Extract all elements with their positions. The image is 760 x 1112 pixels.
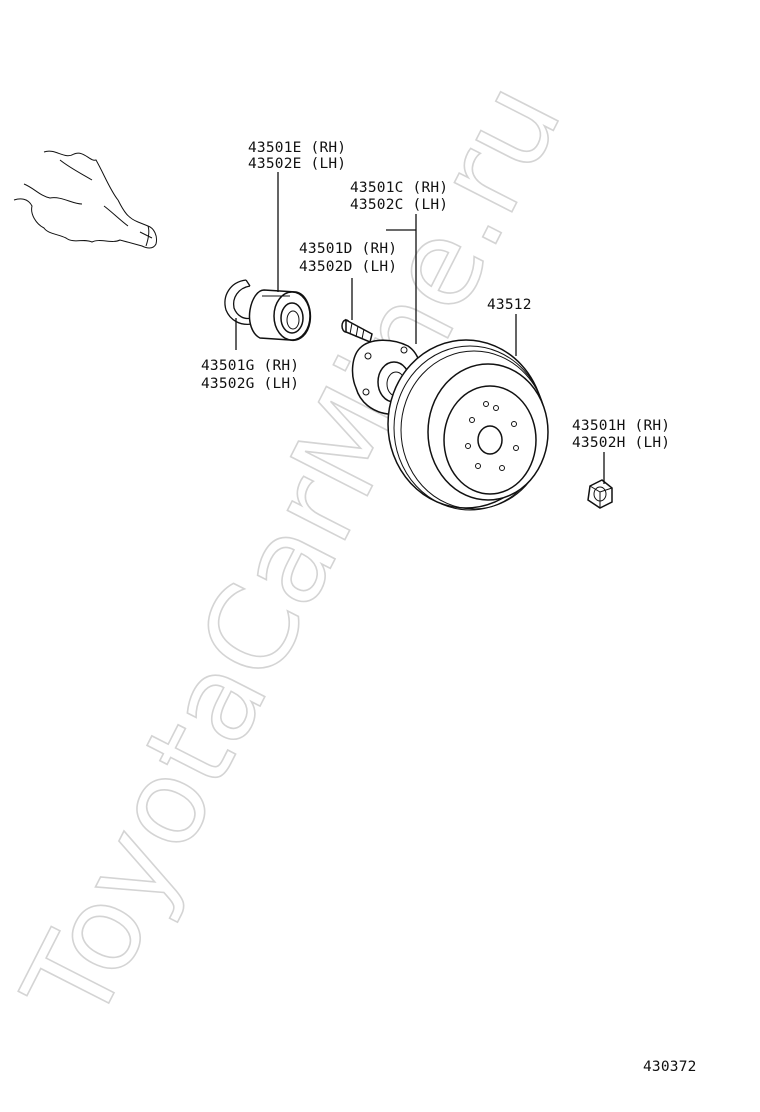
drive-shaft-icon (13, 150, 157, 249)
hub-nut-icon (587, 479, 613, 509)
label-hub-bearing-rh: 43501E (RH) (248, 140, 346, 156)
diagram-code: 430372 (643, 1059, 697, 1075)
label-hub-bolt-lh: 43502D (LH) (299, 259, 397, 275)
brake-disc-icon (387, 339, 549, 511)
snap-ring-icon (224, 279, 253, 326)
label-hub-nut-rh: 43501H (RH) (572, 418, 670, 434)
label-snap-ring-lh: 43502G (LH) (201, 376, 299, 392)
watermark-text: ToyotaCarMine.ru (0, 62, 588, 1044)
label-hub-bolt-rh: 43501D (RH) (299, 241, 397, 257)
label-axle-hub-lh: 43502C (LH) (350, 197, 448, 213)
label-hub-nut-lh: 43502H (LH) (572, 435, 670, 451)
label-snap-ring-rh: 43501G (RH) (201, 358, 299, 374)
bearing-icon (248, 289, 312, 342)
label-disc: 43512 (487, 297, 532, 313)
label-axle-hub-rh: 43501C (RH) (350, 180, 448, 196)
label-hub-bearing-lh: 43502E (LH) (248, 156, 346, 172)
leader-lines (235, 172, 605, 484)
